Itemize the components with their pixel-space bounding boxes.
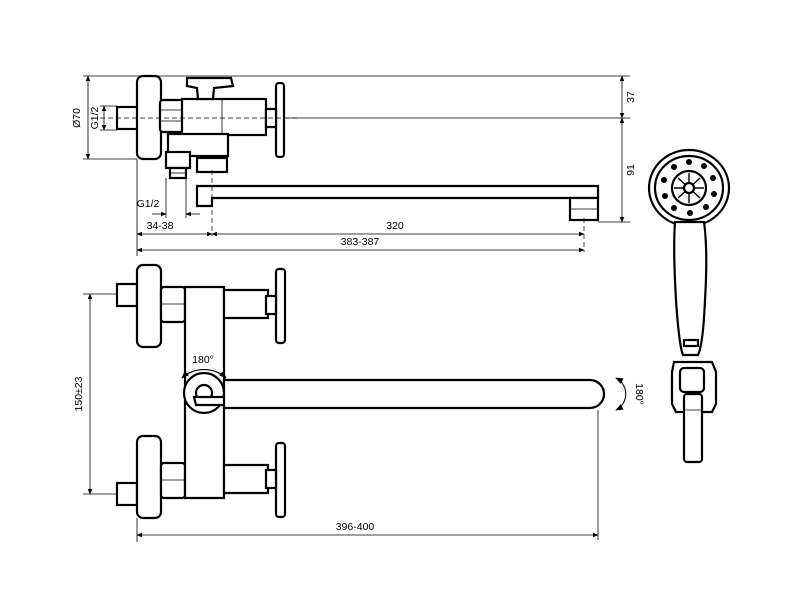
handle-stem-upper [264,294,278,316]
spray-nozzles [661,159,717,216]
rotation-label-spout: 180° [633,383,645,405]
spout-top [222,378,606,410]
handle-stem-lower [264,468,278,490]
handle-arm-upper [222,288,270,320]
shower-outlet-side [164,150,192,170]
side-view: Ø70 G1/2 37 91 G1/2 34-38 320 383-387 [71,74,637,256]
escutcheon-top-lower [135,434,163,520]
handle-top-lower [274,441,287,519]
dim-396-400: 396-400 [336,521,375,533]
handle-side [274,81,286,159]
wall-pipe-top-lower [115,481,139,507]
nut-side [158,98,186,134]
handle-arm-lower [222,463,270,495]
spout-swivel-side [195,156,229,174]
top-view: 180° 180° 150±23 396-400 [73,263,645,542]
hose-connector [682,392,704,464]
dim-diameter-70: Ø70 [71,108,83,128]
shower-handle [673,220,708,357]
nut-top-lower [159,461,187,500]
lower-body-side [166,132,230,158]
dim-g12-horizontal: G1/2 [137,198,160,210]
shower-brand-mark [682,338,700,348]
nut-top-upper [159,285,187,324]
dim-91: 91 [625,164,637,176]
dim-37: 37 [625,91,637,103]
dim-g12-vertical: G1/2 [89,106,101,129]
spout-side [195,184,600,208]
dim-383-387: 383-387 [341,236,380,248]
dim-320: 320 [386,220,404,232]
dim-34-38: 34-38 [147,220,174,232]
wall-pipe-top-upper [115,282,139,308]
escutcheon-side [135,74,163,161]
handle-top-upper [274,267,287,345]
dim-150: 150±23 [73,376,85,411]
rotation-label-body: 180° [192,354,214,366]
mixer-body-side [180,97,268,137]
hand-shower [647,148,731,464]
diverter-lever-side [185,76,235,101]
escutcheon-top-upper [135,263,163,349]
